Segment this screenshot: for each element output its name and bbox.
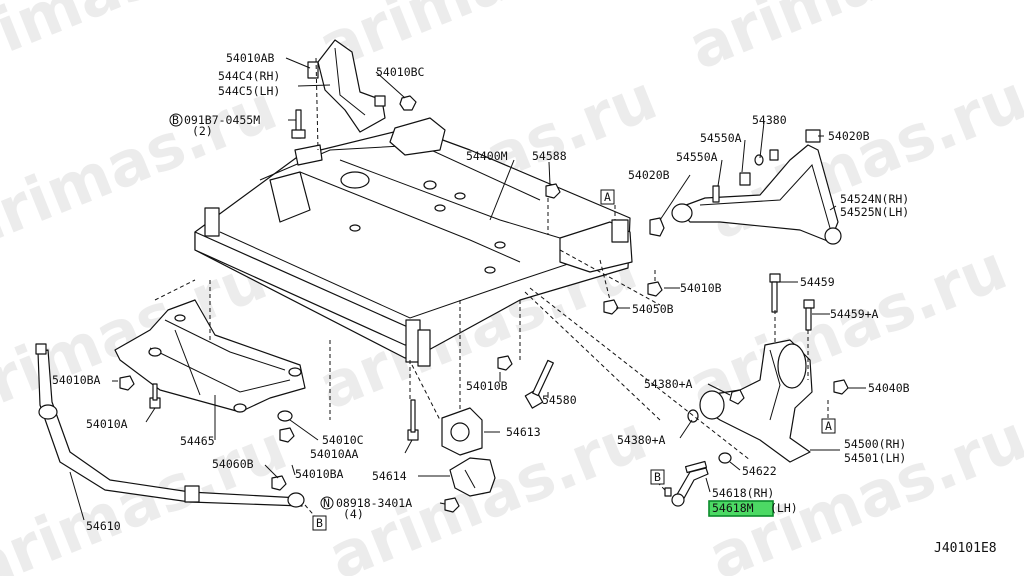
- stabilizer-link-54618[interactable]: [664, 460, 709, 507]
- bolt-54550a[interactable]: [712, 172, 751, 203]
- label-54580: 54580: [542, 393, 577, 407]
- label-54400m: 54400M: [466, 149, 508, 163]
- label-54010bc: 54010BC: [376, 65, 425, 79]
- label-54524n: 54524N(RH): [840, 192, 909, 206]
- label-54613: 54613: [506, 425, 541, 439]
- bushing-54613[interactable]: [441, 407, 483, 456]
- label-54040b: 54040B: [868, 381, 910, 395]
- label-08918-qty: (4): [343, 507, 364, 521]
- label-54010ba-2: 54010BA: [295, 467, 344, 481]
- label-091b7: 091B7-0455M: [184, 113, 260, 127]
- label-54380: 54380: [752, 113, 787, 127]
- label-54010b-1: 54010B: [680, 281, 722, 295]
- nut-54010ba-lower[interactable]: [279, 427, 295, 443]
- marker-a-top: A: [600, 189, 615, 205]
- nut-54040b[interactable]: [833, 379, 849, 395]
- label-54550a-1: 54550A: [700, 131, 742, 145]
- watermark: arimas.ru: [308, 0, 646, 84]
- nut-54010bc[interactable]: [399, 95, 417, 111]
- nut-54010b[interactable]: [647, 281, 663, 297]
- label-54050b: 54050B: [632, 302, 674, 316]
- label-54010a: 54010A: [86, 417, 128, 431]
- bolt-54060b[interactable]: [271, 475, 287, 491]
- nut-54050b[interactable]: [603, 299, 619, 315]
- label-54060b: 54060B: [212, 457, 254, 471]
- label-54020b-1: 54020B: [828, 129, 870, 143]
- clamp-54614[interactable]: [449, 457, 496, 497]
- label-54550a-2: 54550A: [676, 150, 718, 164]
- label-54459a: 54459+A: [830, 307, 879, 321]
- nut-54010b-mid[interactable]: [497, 355, 513, 371]
- marker-a-right: A: [821, 418, 836, 434]
- circled-b-icon: B: [169, 113, 183, 127]
- washer-54380a[interactable]: [687, 409, 699, 423]
- label-544c5: 544C5(LH): [218, 84, 280, 98]
- label-54622: 54622: [742, 464, 777, 478]
- svg-text:A: A: [604, 190, 611, 204]
- label-54525n: 54525N(LH): [840, 205, 909, 219]
- crossmember-54400m[interactable]: [194, 117, 633, 367]
- upper-arm-54524n[interactable]: [671, 129, 842, 245]
- circled-n-icon: N: [320, 496, 334, 510]
- label-54610: 54610: [86, 519, 121, 533]
- member-54465[interactable]: [114, 299, 306, 413]
- svg-text:A: A: [825, 419, 832, 433]
- nut-54588[interactable]: [545, 183, 561, 235]
- label-54010c: 54010C: [322, 433, 364, 447]
- label-54380a-1: 54380+A: [644, 377, 693, 391]
- svg-text:B: B: [654, 470, 661, 484]
- label-54459: 54459: [800, 275, 835, 289]
- label-54614: 54614: [372, 469, 407, 483]
- label-54500: 54500(RH): [844, 437, 906, 451]
- label-54010ab: 54010AB: [226, 51, 275, 65]
- label-54618m: 54618M: [712, 501, 754, 515]
- bolt-08918[interactable]: [444, 497, 460, 513]
- highlight-54618m: [708, 500, 774, 517]
- stabilizer-bar-54610[interactable]: [35, 343, 305, 508]
- watermark: arimas.ru: [678, 0, 1016, 84]
- label-54020b-2: 54020B: [628, 168, 670, 182]
- nut-54020b[interactable]: [649, 217, 665, 237]
- label-54501: 54501(LH): [844, 451, 906, 465]
- svg-text:B: B: [316, 516, 323, 530]
- bolt-54010aa[interactable]: [407, 399, 419, 441]
- label-54010ba-1: 54010BA: [52, 373, 101, 387]
- bolt-54580[interactable]: [524, 359, 554, 409]
- label-54465: 54465: [180, 434, 215, 448]
- diagram-code: J40101E8: [934, 541, 997, 556]
- svg-text:N: N: [323, 496, 330, 510]
- label-54380a-2: 54380+A: [617, 433, 666, 447]
- washer-54622[interactable]: [718, 452, 732, 464]
- part-labels: 54010AB 544C4(RH) 544C5(LH) 54010BC 091B…: [52, 51, 997, 556]
- label-091b7-qty: (2): [192, 124, 213, 138]
- leader-lines: [69, 57, 866, 521]
- label-54010b-2: 54010B: [466, 379, 508, 393]
- washer-54010c[interactable]: [277, 410, 293, 422]
- svg-text:B: B: [172, 113, 179, 127]
- label-54588: 54588: [532, 149, 567, 163]
- label-54618: 54618(RH): [712, 486, 774, 500]
- bolt-091b7[interactable]: [291, 109, 306, 139]
- label-544c4: 544C4(RH): [218, 69, 280, 83]
- marker-b-right: B: [650, 469, 665, 485]
- label-08918: 08918-3401A: [336, 496, 412, 510]
- washer-54380[interactable]: [754, 149, 779, 166]
- label-54010aa: 54010AA: [310, 447, 359, 461]
- marker-b-left: B: [312, 515, 327, 531]
- bracket-544c4[interactable]: [307, 39, 386, 133]
- label-54618m-suffix: (LH): [770, 501, 798, 515]
- nut-54010ba[interactable]: [119, 375, 135, 391]
- bolt-54459[interactable]: [769, 273, 781, 313]
